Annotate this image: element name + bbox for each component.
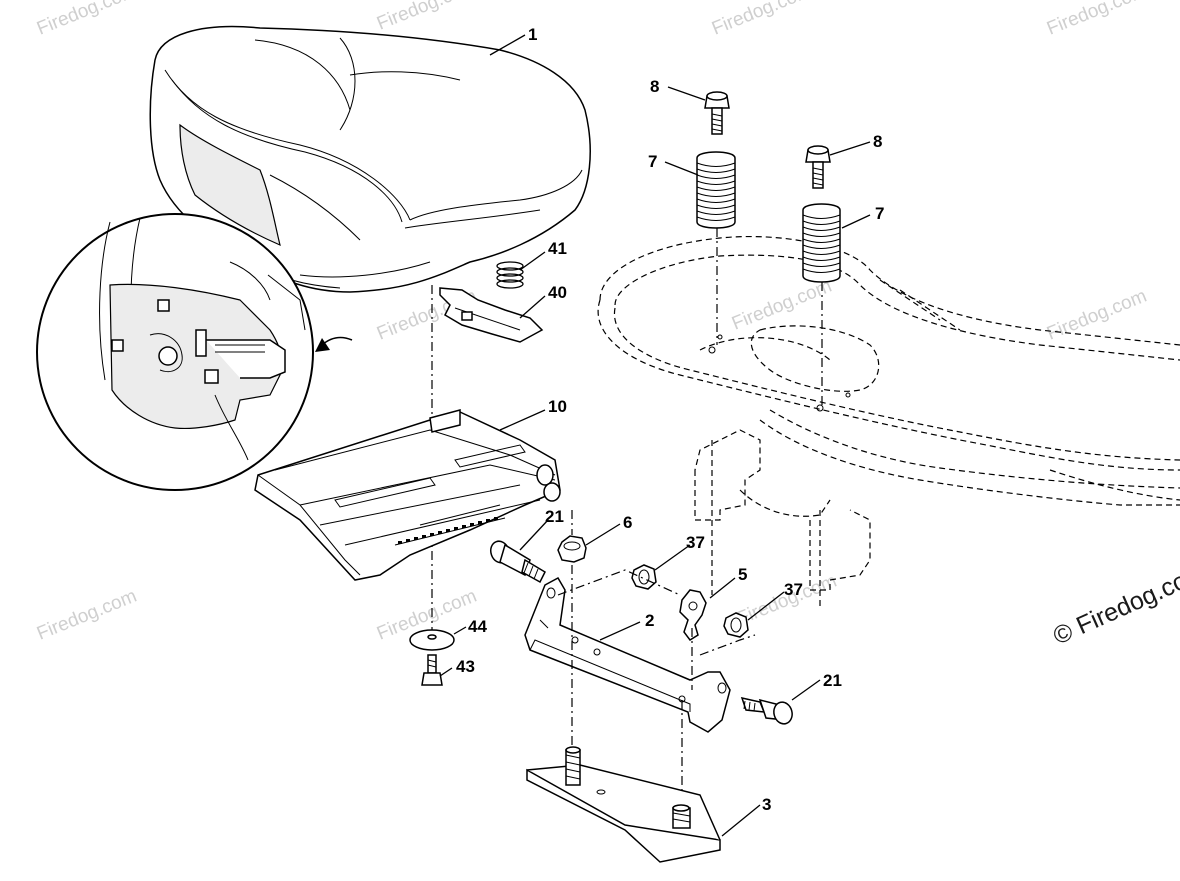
spring-left [696, 151, 736, 229]
leader-lines [439, 34, 871, 837]
bolt-right [805, 145, 831, 189]
callout-21: 21 [823, 671, 842, 690]
small-spring [496, 261, 524, 289]
base-plate [526, 746, 721, 863]
callout-1: 1 [528, 25, 537, 44]
callout-2: 2 [645, 611, 654, 630]
pivot-bracket [524, 576, 731, 733]
watermark: Firedog.com [34, 0, 140, 40]
watermark: Firedog.com [34, 586, 140, 645]
callout-21: 21 [545, 507, 564, 526]
copyright-watermark: © Firedog.com [1049, 558, 1180, 650]
seat-latch [439, 287, 544, 343]
bolt-left [704, 91, 730, 135]
lock-nut [557, 535, 587, 563]
watermark: Firedog.com [729, 276, 835, 335]
shoulder-bolt-left [489, 540, 546, 584]
watermark: Firedog.com [374, 0, 480, 35]
callout-labels: 1 8 8 7 7 41 40 10 21 6 37 5 37 2 44 43 … [456, 25, 884, 814]
tractor-frame-outline [597, 235, 1180, 610]
hex-nut-right [723, 612, 749, 638]
callout-8: 8 [873, 132, 882, 151]
callout-37: 37 [784, 580, 803, 599]
curved-arrow-icon [315, 338, 330, 352]
spring-right [802, 203, 841, 283]
callout-3: 3 [762, 795, 771, 814]
detail-inset [36, 213, 353, 491]
callout-41: 41 [548, 239, 567, 258]
callout-10: 10 [548, 397, 567, 416]
bracket-axis-right [699, 634, 756, 656]
watermark: Firedog.com [709, 0, 815, 40]
callout-7: 7 [648, 152, 657, 171]
callout-6: 6 [623, 513, 632, 532]
clip-part [679, 589, 707, 642]
callout-8: 8 [650, 77, 659, 96]
callout-43: 43 [456, 657, 475, 676]
callout-40: 40 [548, 283, 567, 302]
hex-bolt-small [421, 654, 443, 686]
callout-37: 37 [686, 533, 705, 552]
hex-nut-left [631, 564, 657, 590]
callout-5: 5 [738, 565, 747, 584]
shoulder-bolt-right [740, 696, 793, 725]
seat-pan [254, 409, 561, 581]
watermark: Firedog.com [1044, 0, 1150, 40]
callout-7: 7 [875, 204, 884, 223]
bracket-axis-top [557, 569, 681, 596]
callout-44: 44 [468, 617, 487, 636]
washer [409, 629, 455, 651]
